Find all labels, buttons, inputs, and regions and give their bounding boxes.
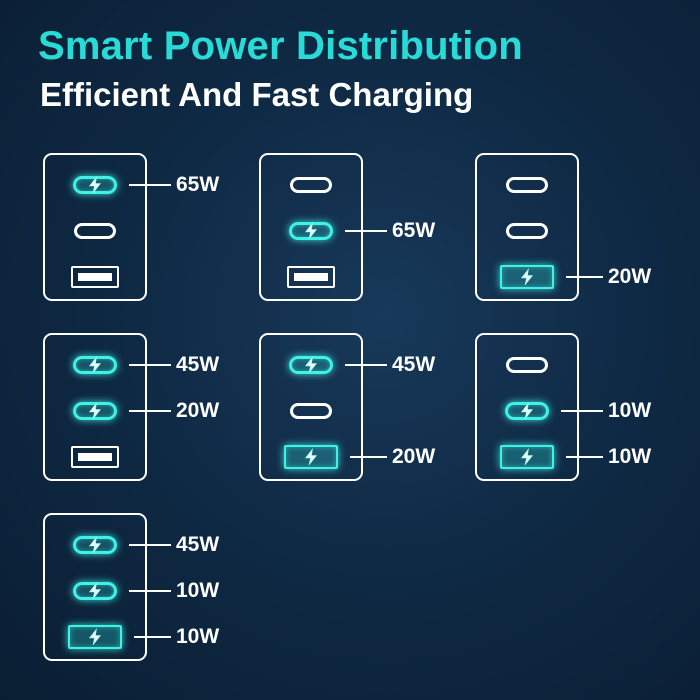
usb-c-port-active	[505, 402, 549, 420]
usb-c-port-active	[73, 402, 117, 420]
wattage-label: 45W	[392, 353, 436, 376]
usb-a-port-active	[284, 445, 338, 469]
usb-a-port	[287, 266, 335, 288]
charger-config-3	[475, 153, 579, 301]
usb-c-port	[290, 403, 332, 419]
wattage-label: 65W	[392, 219, 436, 242]
charger-config-7	[43, 513, 147, 661]
wattage-label: 20W	[176, 399, 220, 422]
connector-line	[345, 364, 387, 366]
connector-line	[345, 230, 387, 232]
charger-config-5	[259, 333, 363, 481]
connector-line	[134, 636, 171, 638]
usb-c-port	[506, 177, 548, 193]
connector-line	[129, 364, 171, 366]
charger-config-1	[43, 153, 147, 301]
wattage-label: 10W	[608, 445, 652, 468]
charger-config-2	[259, 153, 363, 301]
lightning-bolt-icon	[88, 582, 102, 600]
wattage-label: 45W	[176, 533, 220, 556]
wattage-label: 20W	[608, 265, 652, 288]
usb-c-port	[290, 177, 332, 193]
lightning-bolt-icon	[88, 402, 102, 420]
page-title: Smart Power Distribution	[38, 24, 523, 68]
connector-line	[129, 590, 171, 592]
usb-c-port	[74, 223, 116, 239]
connector-line	[566, 276, 603, 278]
usb-c-port-active	[73, 176, 117, 194]
wattage-label: 10W	[176, 625, 220, 648]
usb-c-port-active	[73, 582, 117, 600]
lightning-bolt-icon	[88, 628, 102, 646]
usb-c-port-active	[73, 536, 117, 554]
lightning-bolt-icon	[304, 356, 318, 374]
wattage-label: 10W	[176, 579, 220, 602]
wattage-label: 10W	[608, 399, 652, 422]
usb-c-port-active	[289, 222, 333, 240]
connector-line	[566, 456, 603, 458]
lightning-bolt-icon	[304, 448, 318, 466]
charger-config-6	[475, 333, 579, 481]
lightning-bolt-icon	[304, 222, 318, 240]
wattage-label: 20W	[392, 445, 436, 468]
usb-a-port	[71, 446, 119, 468]
usb-a-port-active	[500, 445, 554, 469]
usb-c-port	[506, 223, 548, 239]
usb-a-port-active	[500, 265, 554, 289]
usb-c-port-active	[73, 356, 117, 374]
lightning-bolt-icon	[88, 356, 102, 374]
page-subtitle: Efficient And Fast Charging	[40, 76, 474, 113]
lightning-bolt-icon	[520, 268, 534, 286]
usb-a-port	[71, 266, 119, 288]
usb-c-port	[506, 357, 548, 373]
usb-a-port-active	[68, 625, 122, 649]
wattage-label: 45W	[176, 353, 220, 376]
connector-line	[561, 410, 603, 412]
connector-line	[129, 410, 171, 412]
connector-line	[129, 544, 171, 546]
lightning-bolt-icon	[88, 536, 102, 554]
wattage-label: 65W	[176, 173, 220, 196]
lightning-bolt-icon	[520, 402, 534, 420]
usb-c-port-active	[289, 356, 333, 374]
lightning-bolt-icon	[88, 176, 102, 194]
connector-line	[129, 184, 171, 186]
lightning-bolt-icon	[520, 448, 534, 466]
connector-line	[350, 456, 387, 458]
charger-config-4	[43, 333, 147, 481]
